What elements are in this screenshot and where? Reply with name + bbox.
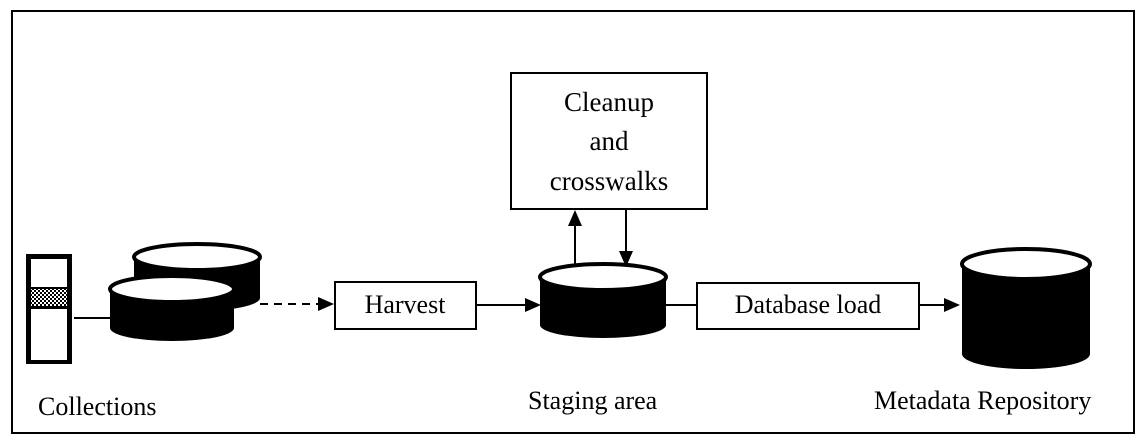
database-load-to-repository-arrowhead bbox=[944, 298, 960, 312]
cleanup-label-line-2: and bbox=[590, 126, 629, 156]
collections-label: Collections bbox=[38, 392, 156, 421]
cleanup-crosswalks-box: Cleanup and crosswalks bbox=[510, 72, 708, 210]
staging-database-icon bbox=[538, 262, 668, 338]
harvest-box: Harvest bbox=[334, 281, 477, 330]
harvest-to-staging-arrowhead bbox=[525, 298, 541, 312]
cleanup-to-staging-arrowhead bbox=[619, 251, 633, 267]
database-load-box: Database load bbox=[696, 282, 920, 330]
staging-area-label: Staging area bbox=[528, 386, 658, 415]
database-load-label: Database load bbox=[735, 290, 882, 319]
cleanup-label-line-3: crosswalks bbox=[550, 166, 668, 196]
metadata-repository-label: Metadata Repository bbox=[874, 386, 1091, 415]
staging-to-cleanup-arrowhead bbox=[568, 210, 582, 226]
harvest-label: Harvest bbox=[365, 290, 447, 319]
collections-database-icon bbox=[108, 242, 262, 341]
cleanup-label-line-1: Cleanup bbox=[564, 87, 654, 117]
collections-server-icon bbox=[24, 252, 74, 366]
diagram-frame bbox=[11, 10, 1135, 434]
metadata-repository-database-icon bbox=[960, 247, 1092, 369]
collections-to-harvest-arrowhead bbox=[318, 297, 334, 311]
